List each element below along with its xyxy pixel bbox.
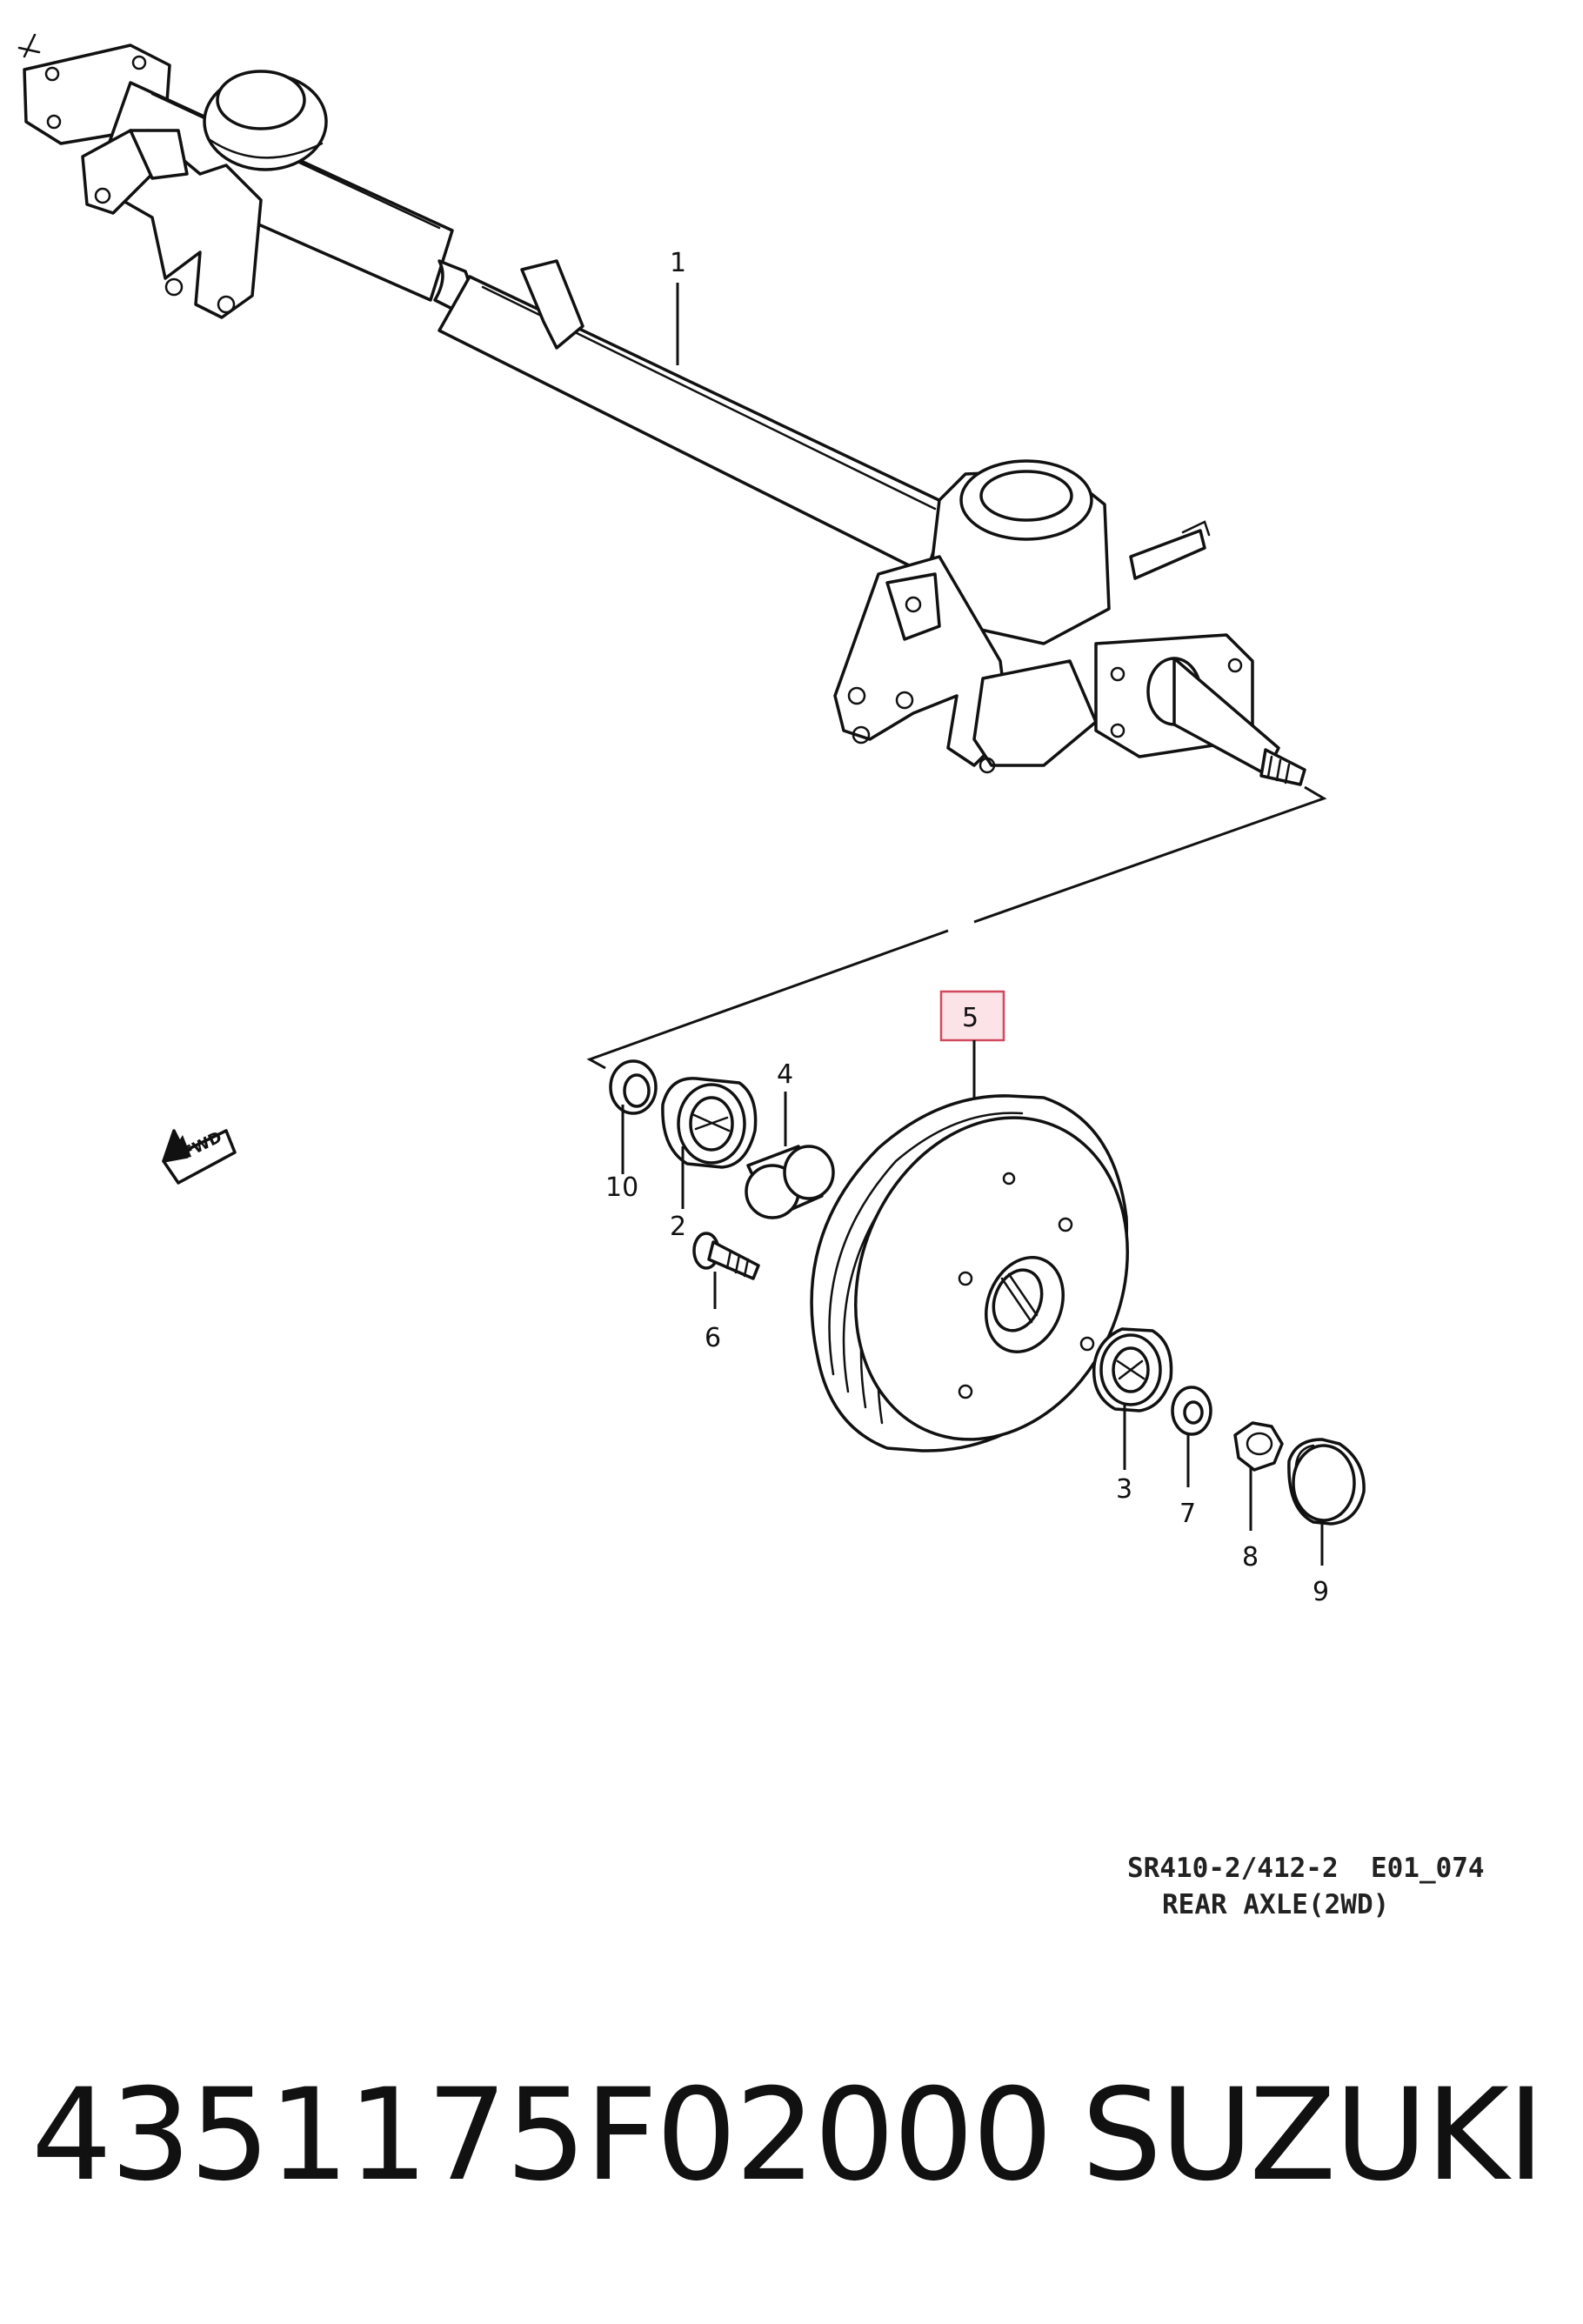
grease-cap-9[interactable]: [1287, 1438, 1366, 1526]
spacer-4[interactable]: [745, 1145, 835, 1219]
callout-5[interactable]: 5: [962, 1003, 979, 1033]
callout-8[interactable]: 8: [1242, 1542, 1259, 1573]
callout-7[interactable]: 7: [1179, 1499, 1196, 1529]
callout-9[interactable]: 9: [1312, 1577, 1329, 1607]
callout-2[interactable]: 2: [670, 1212, 686, 1242]
callout-4[interactable]: 4: [777, 1059, 793, 1090]
fwd-arrow-icon: FWD: [162, 1128, 237, 1185]
section-title: REAR AXLE(2WD): [1162, 1889, 1389, 1920]
bearing-2[interactable]: [661, 1077, 758, 1169]
nut-8[interactable]: [1233, 1421, 1284, 1472]
parts-diagram: 1 FWD 10 2 4 6: [17, 33, 1485, 1920]
reference-code: SR410-2/412-2 E01_074: [1127, 1853, 1485, 1884]
callout-1[interactable]: 1: [670, 248, 686, 278]
hub-bolt-6[interactable]: [692, 1232, 760, 1280]
callout-6[interactable]: 6: [705, 1323, 721, 1353]
washer-7[interactable]: [1171, 1386, 1212, 1436]
axle-housing[interactable]: [17, 33, 1306, 786]
callout-3[interactable]: 3: [1116, 1474, 1132, 1505]
assembly-line: [973, 785, 1327, 924]
callout-5-highlight: [939, 990, 1005, 1042]
footer: 4351175F02000 SUZUKI: [0, 2061, 1583, 2209]
part-number: 4351175F02000: [31, 2061, 1053, 2209]
brand-name: SUZUKI: [1081, 2061, 1545, 2209]
bearing-3[interactable]: [1092, 1327, 1173, 1412]
callout-10[interactable]: 10: [605, 1172, 638, 1203]
brake-drum-5[interactable]: [809, 1077, 1175, 1481]
oil-seal-10[interactable]: [609, 1059, 658, 1115]
